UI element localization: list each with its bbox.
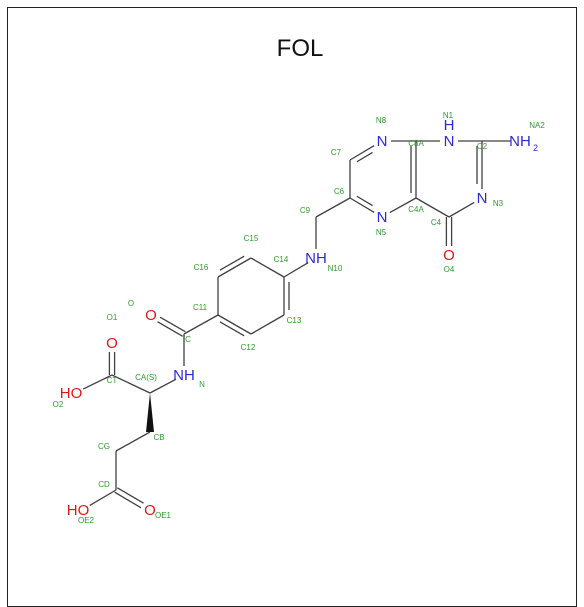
bond-C15-C16	[217, 257, 252, 278]
atom-label-c12: C12	[241, 343, 256, 352]
atom-label-n5: N5	[376, 228, 387, 237]
atom-label-cb: CB	[153, 433, 164, 442]
bond-C4-C4A	[415, 197, 450, 218]
atom-symbol-n1: N	[444, 133, 455, 150]
bond-N10-C14	[283, 262, 309, 278]
bond-CB-CG	[115, 431, 151, 452]
atom-label-n1: N1	[443, 111, 454, 120]
atom-label-c7: C7	[331, 148, 342, 157]
atom-label-c: C	[185, 335, 191, 344]
atom-label-o: O	[128, 299, 134, 308]
bond-C6-C9	[315, 197, 351, 218]
atom-label-oe2: OE2	[78, 516, 95, 525]
bond-N8-C7-inner	[356, 151, 373, 163]
atom-label-c13: C13	[287, 316, 302, 325]
atom-symbol-n10: NH	[305, 250, 327, 267]
wedge-bond-CA-CB	[146, 393, 154, 432]
atom-label-c2: C2	[477, 142, 488, 151]
bond-CD-OE1	[114, 491, 142, 509]
atom-label-o2: O2	[53, 400, 64, 409]
bond-C6-N5	[349, 197, 375, 213]
atom-symbol-n3: N	[477, 190, 488, 207]
atom-label-cd: CD	[98, 480, 110, 489]
atom-label-c6: C6	[334, 187, 345, 196]
bond-C14-C15	[250, 257, 285, 278]
atom-label-n10: N10	[328, 264, 343, 273]
atom-symbol-oe1: O	[144, 502, 156, 519]
atom-symbol-o2: HO	[60, 385, 83, 402]
atom-label-cg: CG	[98, 442, 110, 451]
atom-symbol-oe2: HO	[67, 502, 90, 519]
atom-symbol-n5: N	[377, 209, 388, 226]
bond-C15-C16-inner	[219, 255, 245, 271]
atom-label-cas: CA(S)	[135, 373, 157, 382]
atom-label-c11: C11	[193, 303, 208, 312]
atom-name-labels: N1NA2C2N3C4C4AC8AN8C7C6N5C9O4N10C14C15C1…	[53, 111, 546, 525]
bond-C-O	[159, 316, 186, 333]
bond-CD-OE1-b	[116, 487, 144, 504]
atom-label-c14: C14	[274, 255, 289, 264]
atom-label-na2: NA2	[529, 121, 545, 130]
atom-label-o4: O4	[444, 265, 455, 274]
atom-label-c16: C16	[194, 263, 209, 272]
atom-label-c4: C4	[431, 218, 442, 227]
atom-label-c8a: C8A	[408, 139, 424, 148]
atom-label-o1: O1	[107, 313, 118, 322]
bond-CA-CT	[111, 374, 151, 394]
atom-label-n3: N3	[493, 199, 504, 208]
bond-N-CA	[149, 378, 177, 394]
bond-N5-C4A	[389, 197, 417, 214]
bond-C6-N5-inner	[356, 195, 373, 207]
bond-C12-C13	[250, 314, 285, 335]
atom-label-c9: C9	[300, 206, 311, 215]
bond-N3-C4	[448, 201, 475, 218]
bonds	[82, 140, 511, 509]
bond-C11-C12-inner	[219, 321, 245, 337]
diagram-title: FOL	[277, 35, 324, 62]
bond-C11-C	[183, 314, 219, 335]
atom-symbol-o: O	[145, 307, 157, 324]
atom-symbol-o4: O	[443, 247, 455, 264]
atom-symbol-o1: O	[106, 335, 118, 352]
atom-subscript-na2: 2	[533, 143, 538, 153]
atom-label-oe1: OE1	[155, 511, 172, 520]
atom-label-n8: N8	[376, 116, 387, 125]
atom-hydrogen-n1: H	[444, 117, 455, 134]
atom-label-ct: CT	[107, 376, 118, 385]
diagram-frame	[7, 7, 577, 607]
atom-symbol-n: NH	[173, 367, 195, 384]
atom-symbol-n8: N	[377, 133, 388, 150]
bond-N8-C7	[349, 145, 375, 161]
atom-symbol-na2: NH	[509, 133, 531, 150]
bond-C11-C12	[217, 314, 252, 335]
bond-CD-OE2	[89, 489, 117, 506]
atom-label-n: N	[199, 380, 205, 389]
atom-label-c4a: C4A	[408, 205, 424, 214]
bond-C-O-b	[157, 321, 184, 337]
atom-label-c15: C15	[244, 234, 259, 243]
bond-CT-O2	[82, 374, 113, 390]
